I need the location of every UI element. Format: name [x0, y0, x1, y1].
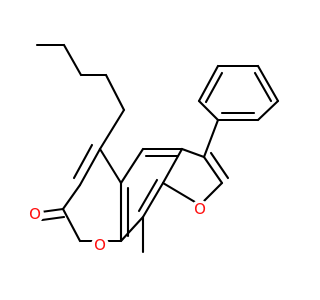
bond-c3f-phenyl [202, 118, 220, 159]
bond-ph-4-double [253, 71, 273, 103]
bond-c5a-c3f [180, 147, 206, 159]
bond-butyl-2 [62, 43, 83, 77]
carbonyl-oxygen-label: O [29, 205, 41, 223]
structure-diagram: O O O [26, 43, 280, 254]
bond-c9a-c9-double [137, 178, 159, 213]
furan-oxygen-label: O [194, 200, 206, 218]
bond-ph-1 [197, 99, 220, 122]
bond-c3-c2 [61, 183, 82, 211]
pyranone-oxygen-bg [91, 236, 109, 254]
bond-c3f-c2f [202, 155, 224, 185]
bond-ph-5 [256, 99, 280, 122]
bond-butyl-4 [104, 73, 126, 112]
bond-ph-4 [256, 64, 280, 103]
pyranone-oxygen-label: O [94, 236, 106, 254]
bond-c5a-c9a [161, 147, 184, 185]
bond-c9a-c9 [141, 181, 165, 219]
bond-c2-carbonyl-o-double [40, 215, 66, 222]
bond-ph-2 [197, 64, 220, 103]
bond-c4-c3-double [72, 143, 94, 180]
atom-labels: O O O [26, 200, 209, 254]
bonds [35, 43, 280, 254]
bond-c4a-c5 [119, 147, 145, 185]
bond-c9-c8a [119, 215, 145, 243]
bond-butyl-5 [98, 108, 126, 151]
bond-c2-o1 [61, 207, 82, 243]
molecule-canvas: O O O [26, 43, 280, 254]
bond-of-c9a [161, 181, 202, 207]
bond-c2-carbonyl-o [39, 207, 65, 214]
bond-c4-c3 [78, 147, 102, 187]
furan-oxygen-bg [191, 200, 209, 218]
bond-ph-2-double [204, 71, 224, 104]
bond-c4-c4a [98, 147, 123, 185]
bond-c3f-c2f-double [209, 151, 230, 180]
carbonyl-oxygen-bg [26, 205, 44, 223]
